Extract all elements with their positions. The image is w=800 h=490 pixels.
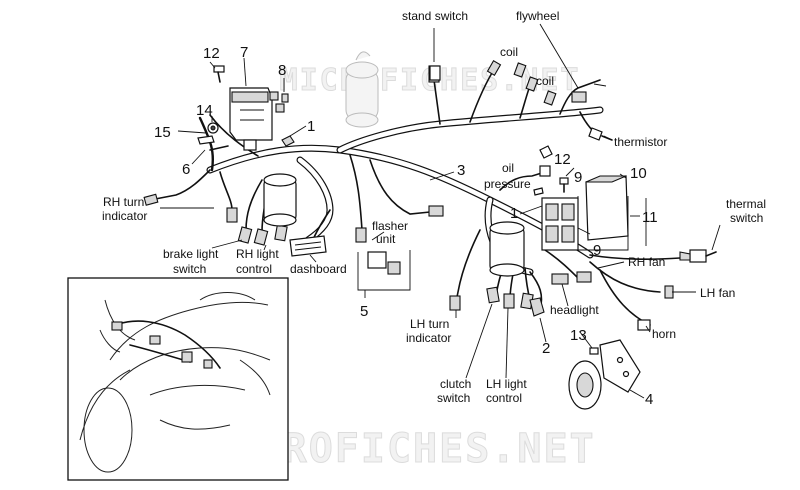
label-pressure: pressure [484,177,531,191]
label-flywheel: flywheel [516,9,559,23]
callout-15: 15 [154,124,171,141]
connectors [143,60,674,331]
thermal-switch-sensor [679,249,717,263]
cdi-unit-10 [585,175,629,241]
relay-block-9 [541,197,579,251]
oil-pressure-sensor [539,145,553,159]
headlight-connector [551,273,569,285]
callout-10: 10 [630,165,647,182]
label-thermal-line1: thermal [726,197,766,211]
leader-lines [160,23,721,399]
screws-12-14-15 [197,65,295,151]
text-labels: stand switch flywheel coil coil thermist… [102,9,766,405]
label-rh-light-line1: RH light [236,247,279,261]
label-flasher-line1: flasher [372,219,408,233]
label-lh-fan: LH fan [700,286,735,300]
callout-7: 7 [240,44,248,61]
bracket-11 [577,196,629,251]
callout-6: 6 [182,161,190,178]
wire-sleeve-lh [489,221,525,277]
relay-unit-7 [229,87,273,151]
callout-3: 3 [457,162,465,179]
horn-4 [568,339,641,410]
callout-12-lower: 12 [554,151,571,168]
label-brake-light-line1: brake light [163,247,219,261]
stand-switch-connector [429,65,441,81]
callout-5: 5 [360,303,368,320]
label-coil-upper: coil [500,45,518,59]
flywheel-sensor [571,91,587,103]
label-brake-light-line2: switch [173,262,206,276]
label-lh-light-line1: LH light [486,377,527,391]
label-lh-light-line2: control [486,391,522,405]
label-flasher-line2: unit [376,232,396,246]
starter-motor-drawing [345,51,379,128]
label-lh-turn-line1: LH turn [410,317,449,331]
label-thermistor: thermistor [614,135,667,149]
dashboard-connector [289,235,327,257]
label-horn: horn [652,327,676,341]
callout-12-upper: 12 [203,45,220,62]
label-clutch-line2: switch [437,391,470,405]
callout-14: 14 [196,102,213,119]
label-coil-lower: coil [536,74,554,88]
callout-4: 4 [645,391,653,408]
label-clutch-line1: clutch [440,377,471,391]
callout-9-upper: 9 [574,169,582,186]
bolts-12-near-9 [533,177,569,196]
fuse-clips-8 [269,91,289,113]
callout-1-lower: 1 [510,205,518,222]
label-rh-light-line2: control [236,262,272,276]
label-stand-switch: stand switch [402,9,468,23]
callout-8: 8 [278,62,286,79]
label-lh-turn-line2: indicator [406,331,451,345]
callout-1-upper: 1 [307,118,315,135]
label-oil: oil [502,161,514,175]
part-callouts: 12 7 8 14 15 6 1 3 12 9 10 1 11 9 5 2 13… [154,44,658,408]
callout-2: 2 [542,340,550,357]
label-dashboard: dashboard [290,262,347,276]
label-rh-turn-line1: RH turn [103,195,144,209]
wire-sleeve-rh [263,173,297,227]
flasher-unit-5 [357,250,411,291]
callout-13: 13 [570,327,587,344]
motorcycle-inset [67,277,289,481]
label-headlight: headlight [550,303,599,317]
label-rh-fan: RH fan [628,255,665,269]
callout-9-lower: 9 [593,242,601,259]
label-thermal-line2: switch [730,211,763,225]
callout-11: 11 [642,209,658,226]
label-rh-turn-line2: indicator [102,209,147,223]
